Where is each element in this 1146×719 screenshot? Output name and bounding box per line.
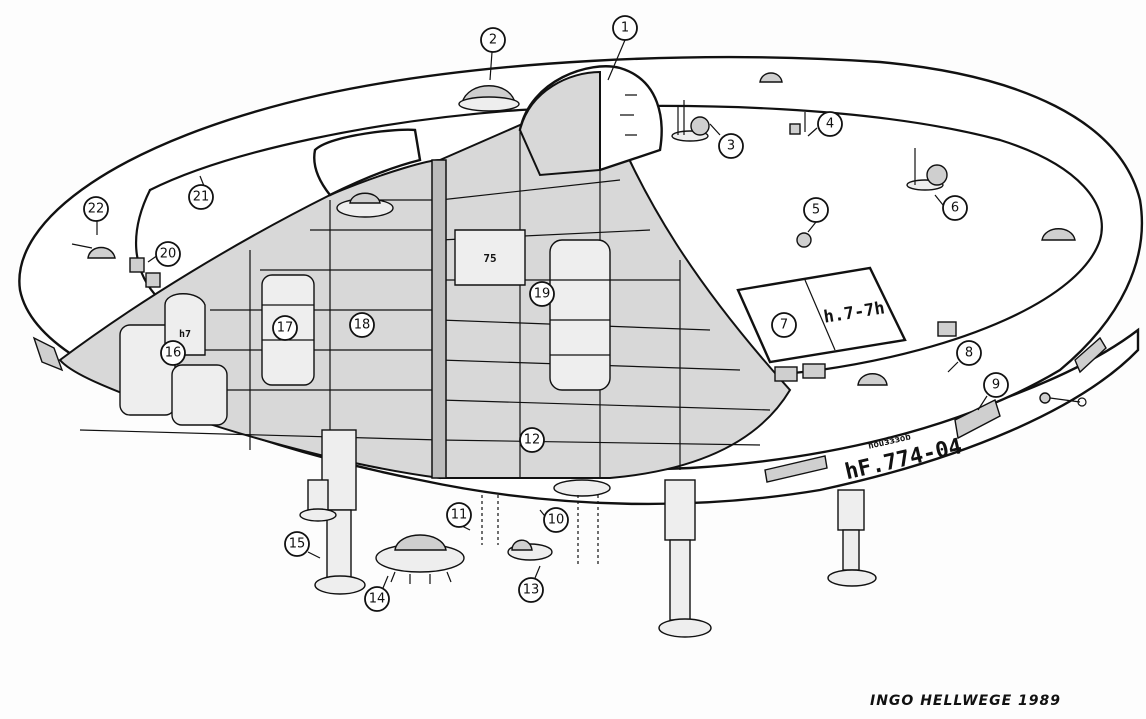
hatch-5: [796, 232, 812, 248]
hangar-canopy: [313, 128, 422, 197]
svg-text:12: 12: [524, 433, 541, 448]
rim-window-right-2: [954, 399, 1001, 440]
callout-15: 15: [284, 531, 321, 559]
cutaway-right-face: [439, 88, 792, 479]
reactor-cylinder-19: [549, 239, 611, 391]
callout-17: 17: [272, 315, 298, 341]
upper-deck-inner-edge: [135, 188, 162, 302]
svg-text:19: 19: [534, 287, 551, 302]
marking-75: 75: [483, 252, 496, 265]
belly-turret: [857, 373, 888, 386]
rim-window-right-1: [1074, 336, 1107, 374]
svg-text:13: 13: [523, 583, 540, 598]
svg-text:20: 20: [160, 247, 177, 262]
svg-text:16: 16: [165, 346, 182, 361]
artist-signature: INGO HELLWEGE 1989: [870, 693, 1061, 709]
callout-2: 2: [480, 27, 506, 81]
tractor-beam-11: [481, 495, 499, 545]
svg-text:11: 11: [451, 508, 468, 523]
sensor-mast-4: [789, 112, 806, 135]
svg-text:15: 15: [289, 537, 306, 552]
svg-text:6: 6: [951, 201, 959, 216]
cargo-tank-75: 75: [454, 229, 526, 286]
ground-vehicle-13: [507, 539, 553, 561]
antenna-array-3: [671, 100, 710, 142]
rim-window-right-3: [764, 455, 828, 483]
svg-text:14: 14: [369, 592, 386, 607]
cutaway-section: 75 h7: [58, 88, 792, 497]
command-dome: [518, 65, 663, 177]
tractor-beam-10: [577, 495, 599, 565]
svg-text:21: 21: [193, 190, 210, 205]
callout-5: 5: [803, 197, 829, 233]
cargo-tank-h7: h7: [164, 293, 206, 356]
svg-text:8: 8: [965, 346, 973, 361]
svg-text:17: 17: [277, 321, 294, 336]
turret-top-right: [759, 72, 783, 83]
svg-text:9: 9: [992, 378, 1000, 393]
callout-3: 3: [709, 123, 744, 159]
callout-9: 9: [977, 372, 1009, 411]
reactor-cylinder-16: [119, 324, 228, 426]
svg-text:1: 1: [621, 21, 629, 36]
lower-hatch: [553, 479, 611, 497]
callout-7: 7: [771, 312, 797, 338]
landing-leg-front: [658, 479, 712, 638]
probe-drone: [1039, 392, 1087, 407]
callout-11: 11: [446, 502, 472, 531]
callout-13: 13: [518, 565, 544, 603]
svg-text:3: 3: [727, 139, 735, 154]
airlock-20: [129, 257, 161, 288]
svg-text:10: 10: [548, 513, 565, 528]
svg-text:18: 18: [354, 318, 371, 333]
svg-text:22: 22: [88, 202, 105, 217]
landing-pad-7: h.7-7h: [736, 266, 957, 382]
svg-text:4: 4: [826, 117, 834, 132]
callout-12: 12: [519, 427, 545, 453]
callout-4: 4: [807, 111, 843, 137]
observation-dome: [458, 85, 520, 112]
landing-leg-rear: [299, 479, 337, 522]
callout-14: 14: [364, 575, 390, 612]
callout-10: 10: [539, 507, 569, 533]
callout-8: 8: [947, 340, 982, 373]
callout-1: 1: [607, 15, 638, 81]
central-shaft: [431, 159, 447, 479]
rim-window-left: [32, 336, 64, 372]
callout-20: 20: [147, 241, 181, 267]
callout-19: 19: [529, 281, 555, 307]
svg-text:5: 5: [812, 203, 820, 218]
gun-turret-22: [71, 243, 116, 259]
callout-22: 22: [83, 196, 109, 235]
marking-h7: h7: [179, 329, 191, 340]
landing-leg-right: [827, 489, 877, 587]
callout-18: 18: [349, 312, 375, 338]
landing-leg-left: [314, 429, 366, 595]
svg-text:2: 2: [489, 33, 497, 48]
callout-6: 6: [934, 194, 968, 221]
gun-turret-right: [1041, 228, 1076, 241]
svg-text:7: 7: [780, 318, 788, 333]
hangar-scout-craft: [336, 192, 394, 218]
callout-16: 16: [160, 340, 186, 366]
callouts: 1 2 3 4 5 6 7 8 9 10 11 12 13 14 15 16 1…: [83, 15, 1009, 612]
callout-21: 21: [188, 175, 214, 210]
antenna-array-6: [906, 148, 948, 191]
mini-saucer-14: [375, 534, 465, 584]
